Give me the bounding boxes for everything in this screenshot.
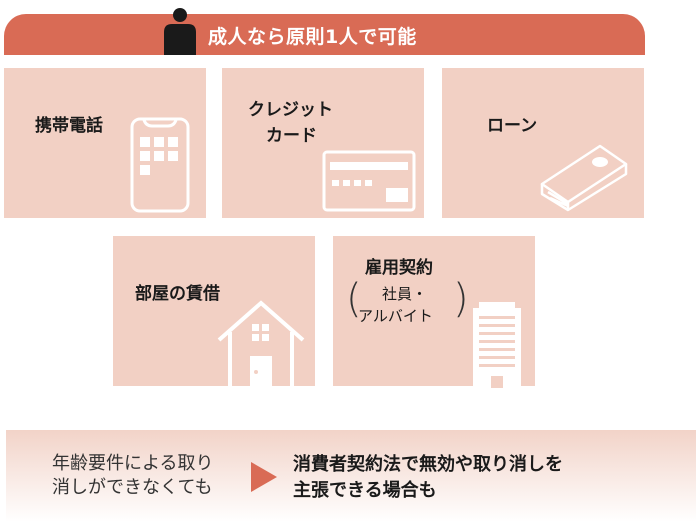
conclusion-panel bbox=[6, 430, 696, 522]
credit-card-icon bbox=[322, 150, 416, 212]
condition-line2: 消しができなくても bbox=[52, 477, 213, 498]
result-line1: 消費者契約法で無効や取り消しを bbox=[293, 454, 563, 475]
building-icon bbox=[473, 302, 521, 388]
header-banner bbox=[4, 14, 645, 55]
result-text: 消費者契約法で無効や取り消しを 主張できる場合も bbox=[293, 452, 563, 504]
tile-label: ローン bbox=[487, 116, 538, 136]
close-paren: ) bbox=[453, 276, 469, 322]
money-stack-icon bbox=[540, 144, 628, 212]
house-icon bbox=[217, 300, 305, 386]
tile-label: 雇用契約 bbox=[365, 258, 433, 278]
tile-label-line1: クレジット bbox=[248, 100, 333, 120]
arrow-right-icon bbox=[251, 462, 277, 492]
tile-sub-line1: 社員・ bbox=[382, 285, 428, 303]
condition-line1: 年齢要件による取り bbox=[52, 453, 214, 474]
open-paren: ( bbox=[346, 276, 362, 322]
smartphone-icon bbox=[130, 117, 190, 213]
tile-room-rental bbox=[113, 236, 315, 386]
tile-label-line2: カード bbox=[266, 126, 317, 146]
person-icon bbox=[164, 8, 196, 55]
tile-sub-line2: アルバイト bbox=[358, 307, 433, 325]
tile-label: 携帯電話 bbox=[35, 116, 103, 136]
condition-text: 年齢要件による取り 消しができなくても bbox=[52, 452, 213, 500]
tile-label: 部屋の賃借 bbox=[135, 284, 220, 304]
header-title: 成人なら原則1人で可能 bbox=[208, 26, 417, 48]
result-line2: 主張できる場合も bbox=[293, 480, 437, 501]
